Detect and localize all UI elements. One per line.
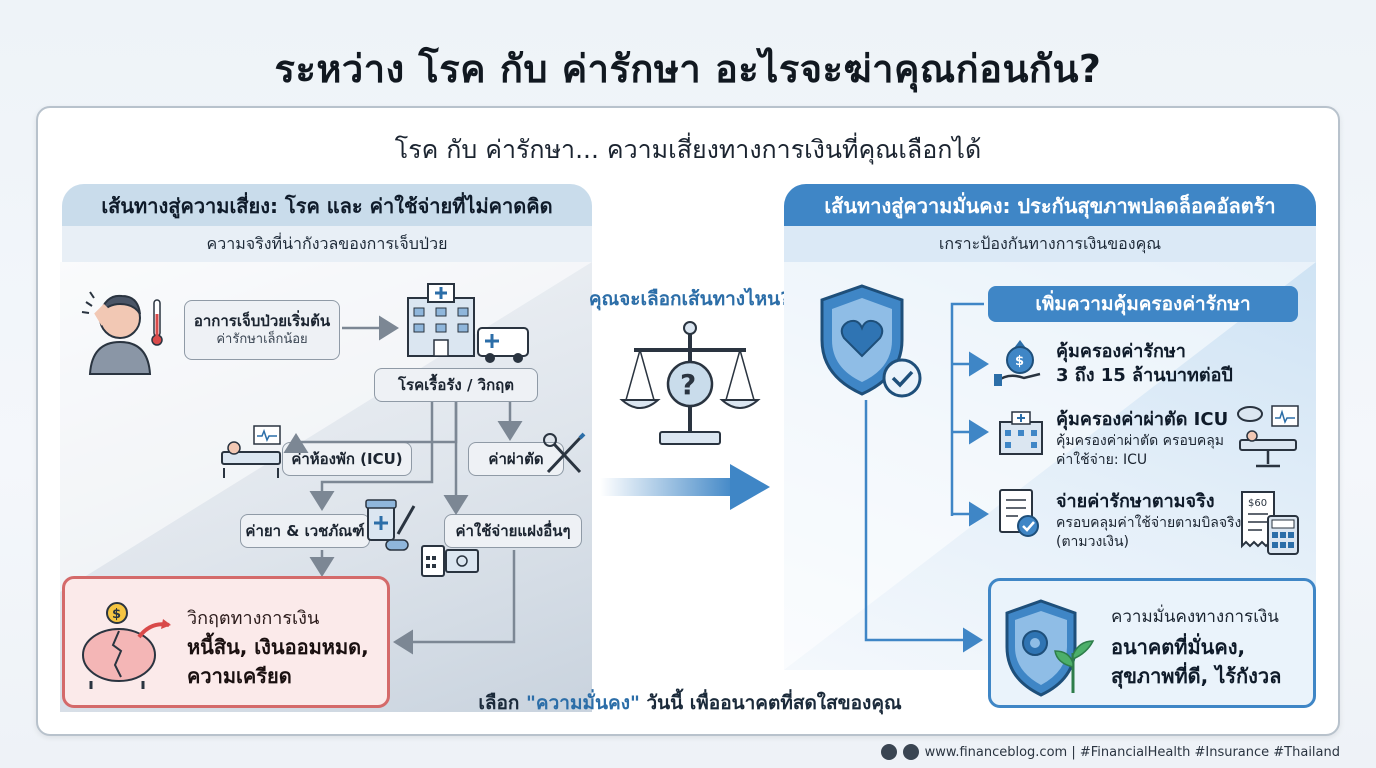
coverage-item-actual-bill: จ่ายค่ารักษาตามจริง ครอบคลุมค่าใช้จ่ายตา…	[1056, 490, 1246, 552]
cta-prefix: เลือก	[478, 692, 520, 714]
broken-piggy-bank-icon: $	[82, 602, 171, 689]
coverage-bill-body: ครอบคลุมค่าใช้จ่ายตามบิลจริง (ตามวงเงิน)	[1056, 515, 1242, 551]
bill-calculator-icon: $60	[1241, 491, 1299, 555]
financial-crisis-box: $ วิกฤตทางการเงิน หนี้สิน, เงินออมหมด, ค…	[62, 576, 390, 708]
initial-symptom-box: อาการเจ็บป่วยเริ่มต้น ค่ารักษาเล็กน้อย	[184, 300, 340, 360]
svg-text:$: $	[1015, 354, 1024, 369]
operating-room-icon	[1237, 405, 1299, 468]
coverage-item-surgery-icu: คุ้มครองค่าผ่าตัด ICU คุ้มครองค่าผ่าตัด …	[1056, 408, 1236, 470]
coverage-surgery-title: คุ้มครองค่าผ่าตัด ICU	[1056, 409, 1229, 430]
financial-security-box: ความมั่นคงทางการเงิน อนาคตที่มั่นคง, สุข…	[988, 578, 1316, 708]
shield-plant-icon	[1005, 599, 1095, 697]
icu-bed-icon	[221, 425, 281, 478]
coverage-treatment-body: 3 ถึง 15 ล้านบาทต่อปี	[1056, 365, 1233, 387]
hidden-costs-label: ค่าใช้จ่ายแฝงอื่นๆ	[455, 521, 571, 540]
coverage-header: เพิ่มความคุ้มครองค่ารักษา	[988, 286, 1298, 322]
sick-person-icon	[81, 291, 163, 375]
surgery-label: ค่าผ่าตัด	[488, 449, 544, 468]
risk-path-header: เส้นทางสู่ความเสี่ยง: โรค และ ค่าใช้จ่าย…	[62, 184, 592, 228]
hospital-small-icon	[999, 411, 1043, 455]
infographic-subtitle: โรค กับ ค่ารักษา... ความเสี่ยงทางการเงิน…	[394, 135, 982, 164]
drugs-label: ค่ายา & เวชภัณฑ์	[245, 521, 365, 540]
right-diagonal-overlay	[784, 262, 1316, 670]
direction-arrow	[600, 464, 770, 510]
crisis-title: วิกฤตทางการเงิน	[187, 608, 320, 629]
chronic-crisis-box: โรคเรื้อรัง / วิกฤต	[374, 368, 538, 402]
cta-highlight: "ความมั่นคง"	[526, 692, 640, 714]
risk-path-subheader: ความจริงที่น่ากังวลของการเจ็บป่วย	[62, 226, 592, 262]
cta-suffix: วันนี้ เพื่ออนาคตที่สดใสของคุณ	[646, 692, 902, 714]
crisis-body: หนี้สิน, เงินออมหมด, ความเครียด	[187, 635, 369, 688]
footer: www.financeblog.com | #FinancialHealth #…	[880, 744, 1340, 760]
globe-icon	[880, 744, 897, 760]
svg-text:$: $	[112, 607, 121, 622]
balance-scale-icon: ?	[619, 321, 761, 445]
secure-title: ความมั่นคงทางการเงิน	[1111, 607, 1279, 627]
scalpel-icon	[543, 432, 586, 474]
choice-question: คุณจะเลือกเส้นทางไหน?	[588, 288, 792, 310]
heart-shield-icon	[820, 284, 922, 398]
hospital-icon	[407, 283, 529, 363]
call-to-action: เลือก "ความมั่นคง" วันนี้ เพื่ออนาคตที่ส…	[380, 688, 1000, 718]
icu-room-label: ค่าห้องพัก (ICU)	[291, 449, 403, 468]
claim-document-icon	[999, 489, 1039, 537]
secure-path-header: เส้นทางสู่ความมั่นคง: ประกันสุขภาพปลดล็อ…	[784, 184, 1316, 228]
coverage-treatment-title: คุ้มครองค่ารักษา	[1056, 341, 1186, 362]
page-title: ระหว่าง โรค กับ ค่ารักษา อะไรจะฆ่าคุณก่อ…	[274, 47, 1102, 91]
chronic-crisis-label: โรคเรื้อรัง / วิกฤต	[398, 375, 514, 394]
bill-amount-label: $60	[1248, 498, 1267, 509]
medicine-icon	[365, 499, 416, 551]
cash-calculator-icon	[421, 545, 479, 577]
initial-symptom-title: อาการเจ็บป่วยเริ่มต้น	[193, 312, 331, 331]
secure-flow-connectors	[864, 302, 989, 653]
hidden-costs-box: ค่าใช้จ่ายแฝงอื่นๆ	[444, 514, 582, 548]
secure-path-subheader: เกราะป้องกันทางการเงินของคุณ	[784, 226, 1316, 262]
initial-symptom-sub: ค่ารักษาเล็กน้อย	[216, 332, 308, 348]
coverage-bill-title: จ่ายค่ารักษาตามจริง	[1056, 491, 1215, 512]
secure-body: อนาคตที่มั่นคง, สุขภาพที่ดี, ไร้กังวล	[1111, 635, 1282, 688]
coverage-surgery-body: คุ้มครองค่าผ่าตัด ครอบคลุมค่าใช้จ่าย: IC…	[1056, 433, 1224, 469]
surgery-box: ค่าผ่าตัด	[468, 442, 564, 476]
risk-flow-connectors	[283, 315, 523, 655]
footer-text: www.financeblog.com | #FinancialHealth #…	[924, 744, 1340, 760]
coverage-item-treatment: คุ้มครองค่ารักษา 3 ถึง 15 ล้านบาทต่อปี	[1056, 340, 1233, 389]
money-bag-hand-icon: $	[994, 340, 1041, 386]
link-icon	[902, 744, 919, 760]
svg-text:?: ?	[680, 368, 696, 401]
